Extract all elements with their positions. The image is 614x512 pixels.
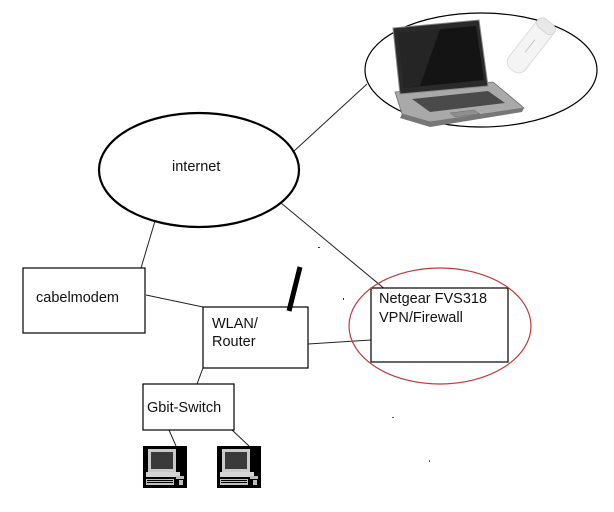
router-label-line2: Router [212, 334, 256, 350]
node-pc1[interactable] [143, 446, 187, 488]
router-label-line1: WLAN/ [212, 316, 259, 332]
firewall-highlight-ellipse [348, 267, 532, 385]
firewall-box [370, 287, 509, 363]
computer-icon [143, 446, 187, 488]
edge-router-firewall [307, 339, 372, 345]
node-pc2[interactable] [217, 446, 261, 488]
edge-internet-firewall [280, 202, 387, 291]
switch-box [142, 383, 235, 431]
firewall-label-line1: Netgear FVS318 [379, 291, 487, 307]
node-router[interactable]: WLAN/ Router [202, 266, 309, 369]
edge-switch-pc2 [231, 429, 250, 447]
antenna-icon [286, 266, 303, 312]
node-internet[interactable]: internet [97, 111, 301, 229]
stray-marks [318, 247, 430, 462]
firewall-label-line2: VPN/Firewall [379, 310, 463, 326]
node-switch[interactable]: Gbit-Switch [142, 383, 235, 431]
router-box [202, 306, 309, 369]
edge-switch-pc1 [168, 429, 177, 447]
node-laptop-group[interactable] [364, 12, 598, 128]
laptop-icon [392, 19, 525, 127]
edge-internet-cabelmodem [140, 220, 156, 269]
node-cabelmodem[interactable]: cabelmodem [22, 267, 146, 334]
node-firewall[interactable]: Netgear FVS318 VPN/Firewall [348, 267, 532, 385]
computer-icon [217, 446, 261, 488]
edge-internet-laptop [292, 83, 368, 153]
internet-ellipse [97, 111, 301, 229]
internet-label: internet [172, 159, 220, 175]
cabelmodem-label: cabelmodem [36, 290, 119, 306]
usb-modem-stick-icon [506, 17, 556, 74]
connections [140, 83, 387, 447]
switch-label: Gbit-Switch [147, 400, 221, 416]
edge-router-switch [196, 367, 204, 385]
cabelmodem-box [22, 267, 146, 334]
edge-cabelmodem-router [145, 294, 204, 308]
